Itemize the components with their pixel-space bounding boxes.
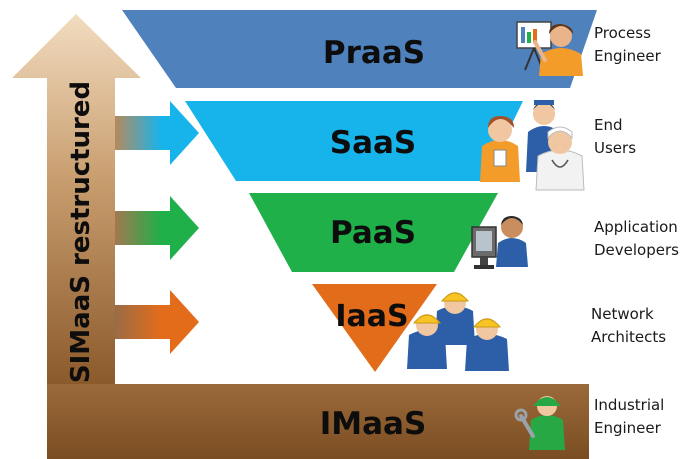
role-line: Developers xyxy=(594,241,679,259)
layer-saas: SaaS xyxy=(185,101,523,181)
role-network-architects: Network Architects xyxy=(591,303,666,349)
layer-praas: PraaS xyxy=(122,10,597,88)
role-line: Process xyxy=(594,24,651,42)
role-line: End xyxy=(594,116,623,134)
role-line: Engineer xyxy=(594,47,661,65)
layer-imaas-shape xyxy=(47,384,589,459)
side-arrow-shape xyxy=(12,14,141,384)
end-users-group-icon xyxy=(480,100,585,191)
connector-arrow-paas xyxy=(115,196,199,260)
hardhat-workers-icon xyxy=(407,292,509,371)
layer-paas-label: PaaS xyxy=(330,215,416,251)
role-end-users: End Users xyxy=(594,114,636,160)
layer-paas-shape xyxy=(249,193,498,272)
mechanic-with-wrench-icon xyxy=(514,396,565,450)
role-line: Network xyxy=(591,305,654,323)
role-process-engineer: Process Engineer xyxy=(594,22,661,68)
layer-praas-shape xyxy=(122,10,597,88)
layer-iaas-label: IaaS xyxy=(335,299,408,334)
role-line: Architects xyxy=(591,328,667,346)
role-line: Users xyxy=(594,139,637,157)
layer-imaas-label: IMaaS xyxy=(320,406,427,442)
role-application-developers: Application Developers xyxy=(594,216,679,262)
layer-iaas: IaaS xyxy=(312,284,437,372)
layer-iaas-shape xyxy=(312,284,437,372)
role-line: Application xyxy=(594,218,678,236)
role-line: Industrial xyxy=(594,396,665,414)
role-industrial-engineer: Industrial Engineer xyxy=(594,394,664,440)
layer-saas-shape xyxy=(185,101,523,181)
presenter-icon xyxy=(516,21,583,76)
connector-arrow-saas xyxy=(115,101,199,165)
connector-arrow-iaas xyxy=(115,290,199,354)
developer-at-computer-icon xyxy=(471,216,528,269)
side-arrow-label: SIMaaS restructured xyxy=(66,81,96,383)
side-arrow: SIMaaS restructured xyxy=(12,14,141,384)
layer-imaas: IMaaS xyxy=(47,384,589,459)
role-line: Engineer xyxy=(594,419,661,437)
layer-praas-label: PraaS xyxy=(323,35,425,71)
layer-paas: PaaS xyxy=(249,193,498,272)
layer-saas-label: SaaS xyxy=(330,125,417,161)
